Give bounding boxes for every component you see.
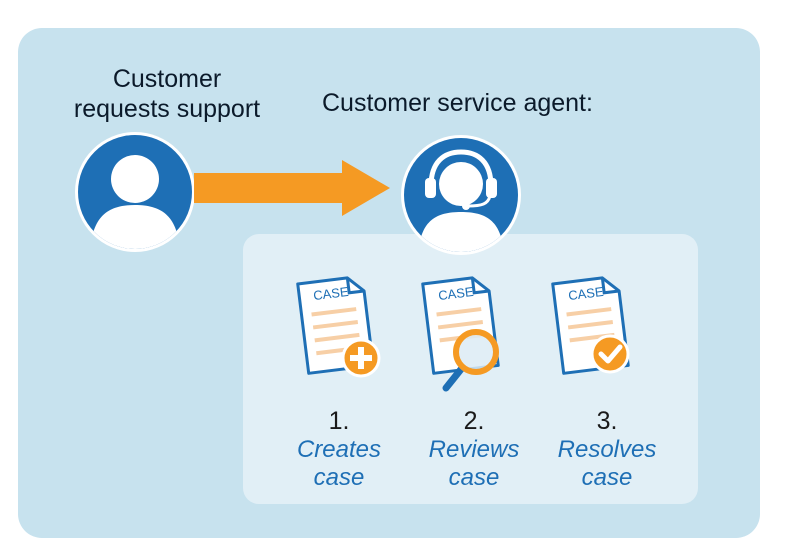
step-number: 1. (328, 407, 350, 435)
step-label: case (448, 464, 500, 491)
customer-label: Customer requests support (73, 65, 261, 123)
case-document-resolve-icon: CASE (551, 276, 630, 375)
svg-text:CASE: CASE (437, 284, 474, 303)
agent-label: Customer service agent: (322, 89, 593, 117)
step-1: 1. Creates case (279, 406, 399, 492)
step-3: 3. Resolves case (547, 406, 667, 492)
step-label: Resolves (557, 436, 657, 463)
step-number: 3. (596, 407, 618, 435)
case-document-create-icon: CASE (296, 276, 381, 378)
step-label: case (313, 464, 365, 491)
agent-avatar-icon (401, 135, 521, 255)
svg-text:CASE: CASE (567, 284, 604, 303)
customer-avatar-icon (75, 132, 195, 252)
svg-text:CASE: CASE (312, 284, 349, 303)
arrow-right-icon (194, 160, 390, 216)
step-2: 2. Reviews case (414, 406, 534, 492)
step-label: case (581, 464, 633, 491)
case-document-review-icon: CASE (421, 276, 500, 392)
step-label: Reviews (428, 436, 520, 463)
step-number: 2. (463, 407, 485, 435)
step-label: Creates (296, 436, 382, 463)
